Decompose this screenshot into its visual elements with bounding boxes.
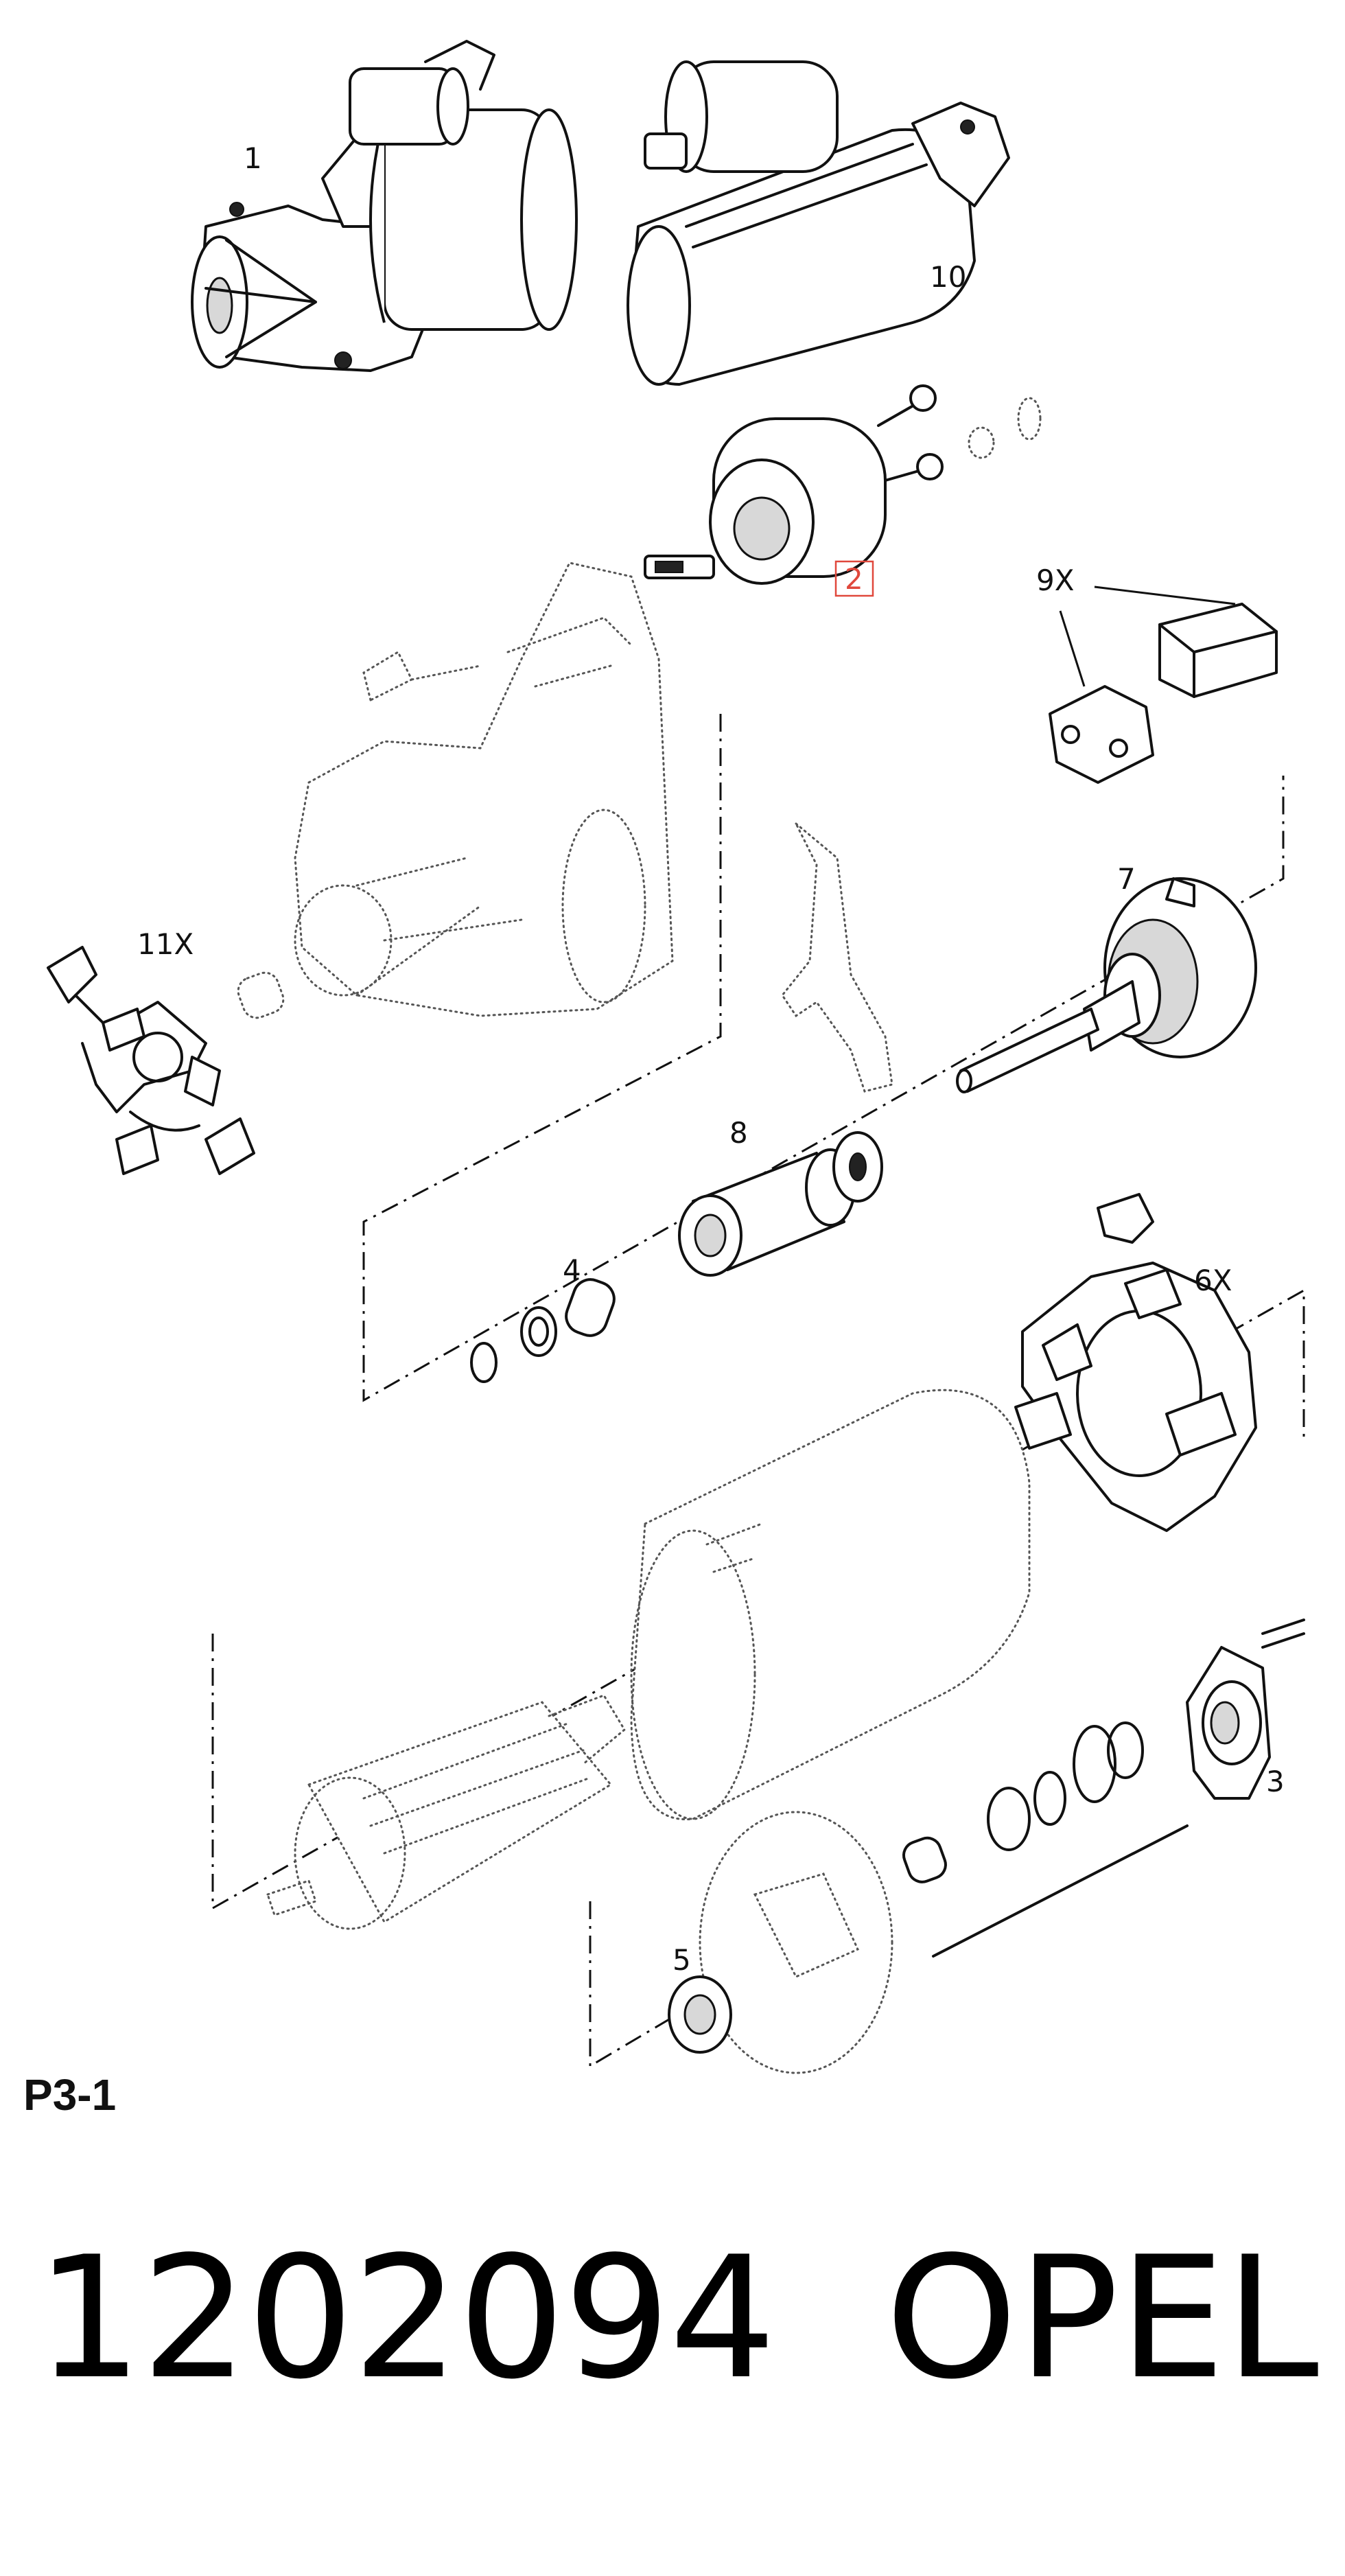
callout-1: 1 [244, 141, 262, 175]
armature-dotted [266, 1694, 626, 1930]
page-code: P3-1 [23, 2070, 117, 2120]
callout-7: 7 [1117, 862, 1136, 896]
part-3-end-cap [902, 1618, 1305, 1958]
part-5-seal [668, 1811, 893, 2074]
callout-8: 8 [729, 1116, 748, 1150]
leader-lines [1059, 585, 1236, 687]
part-6x-brush-plate [1014, 1193, 1257, 1532]
part-7-drive-shaft [956, 877, 1257, 1093]
brand-name: OPEL [885, 2220, 1319, 2416]
callout-10: 10 [930, 260, 966, 294]
part-8-pinion [678, 1131, 883, 1277]
callout-labels: 1 10 2 9X 11X 7 8 4 6X 3 5 [137, 141, 1285, 1977]
part-4-bushing [470, 1278, 616, 1383]
callout-9x: 9X [1036, 564, 1075, 597]
callout-5: 5 [672, 1943, 691, 1977]
part-2-solenoid [644, 384, 1042, 585]
callout-4: 4 [563, 1253, 581, 1287]
part-11x-brush-holder [47, 946, 285, 1175]
part-number: 1202094 [36, 2220, 776, 2416]
callout-2-highlight-box [834, 560, 874, 597]
callout-2: 2 [845, 562, 863, 596]
field-housing-dotted [630, 1389, 1031, 1821]
part-1-starter-motor [191, 40, 578, 372]
part-10-starter-assembly [627, 60, 1010, 386]
callout-6x: 6X [1194, 1264, 1232, 1297]
callout-11x: 11X [137, 927, 194, 961]
drive-end-housing-dotted [294, 561, 893, 1093]
callout-3: 3 [1266, 1765, 1285, 1798]
part-9x-terminal [1049, 603, 1278, 784]
